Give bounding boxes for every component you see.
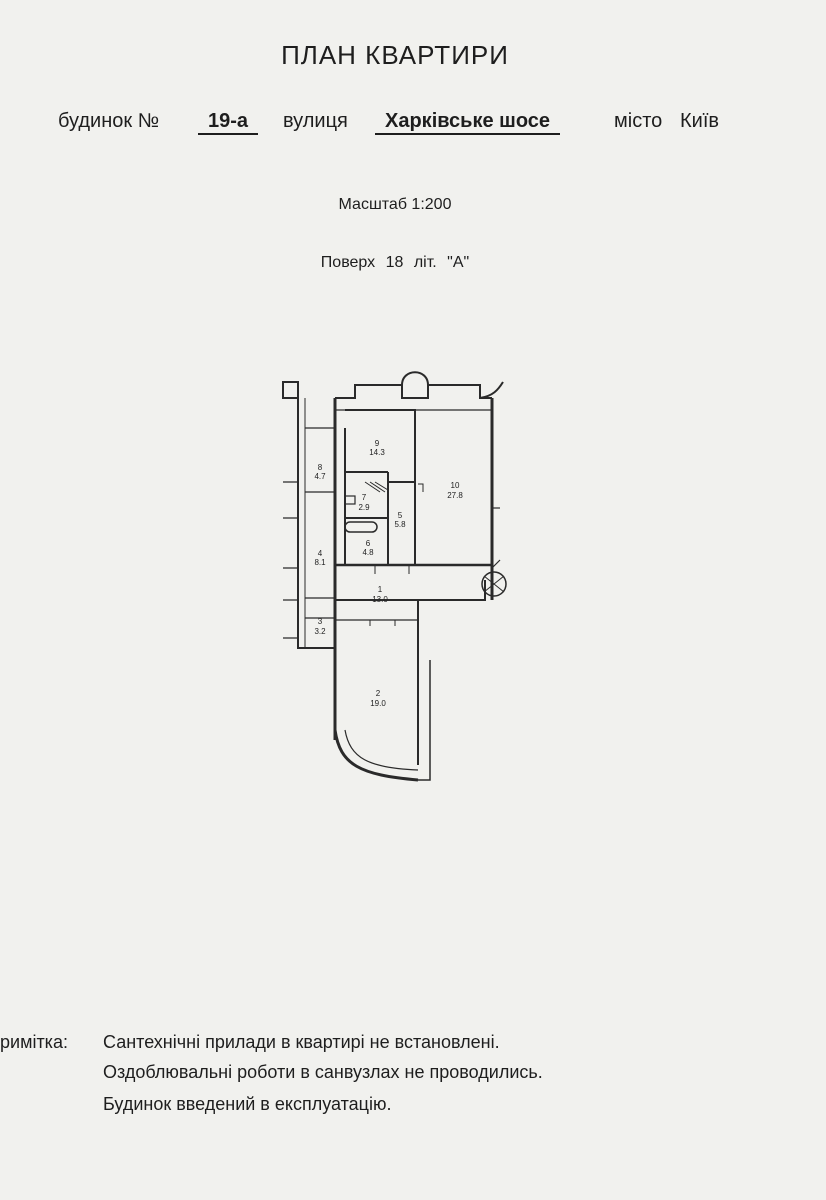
room-6-number: 6 — [366, 539, 371, 548]
room-7-number: 7 — [362, 493, 367, 502]
room-7-area: 2.9 — [358, 503, 370, 512]
room-8-area: 4.7 — [314, 472, 326, 481]
note-line-1: Сантехнічні прилади в квартирі не встано… — [103, 1032, 500, 1052]
street-label: вулиця — [283, 110, 348, 132]
room-2-area: 19.0 — [370, 699, 386, 708]
floor-text: Поверх 18 літ. "А" — [320, 254, 470, 271]
room-5-area: 5.8 — [394, 520, 406, 529]
room-6-area: 4.8 — [362, 548, 374, 557]
room-3-number: 3 — [318, 617, 323, 626]
city-name: Київ — [680, 110, 720, 132]
room-5-number: 5 — [398, 511, 403, 520]
note-line-3: Будинок введений в експлуатацію. — [103, 1094, 392, 1114]
street-name: Харківське шосе — [375, 110, 561, 135]
house-label: будинок № — [58, 110, 160, 132]
house-number: 19-а — [198, 110, 259, 135]
room-8-number: 8 — [318, 463, 323, 472]
room-4-area: 8.1 — [314, 558, 326, 567]
document-title: ПЛАН КВАРТИРИ — [281, 40, 509, 70]
scale-text: Масштаб 1:200 — [338, 196, 452, 213]
room-10-number: 10 — [451, 481, 460, 490]
room-1-number: 1 — [378, 585, 383, 594]
room-9-number: 9 — [375, 439, 380, 448]
city-label: місто — [614, 110, 663, 132]
room-4-number: 4 — [318, 549, 323, 558]
room-2-number: 2 — [376, 689, 381, 698]
room-10-area: 27.8 — [447, 491, 463, 500]
room-3-area: 3.2 — [314, 627, 326, 636]
note-line-2: Оздоблювальні роботи в санвузлах не пров… — [103, 1062, 543, 1082]
note-label: римітка: — [0, 1032, 68, 1052]
room-9-area: 14.3 — [369, 448, 385, 457]
room-1-area: 13.0 — [372, 595, 388, 604]
